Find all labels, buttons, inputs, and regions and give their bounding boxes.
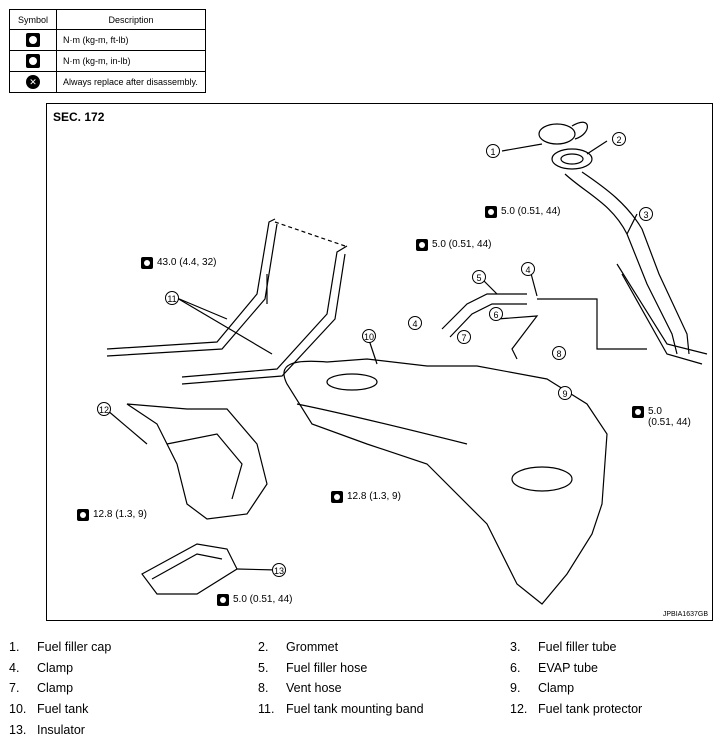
torque-spec: 5.0 (0.51, 44): [416, 239, 491, 251]
torque-spec: 12.8 (1.3, 9): [331, 491, 401, 503]
torque-inlb-icon: [485, 206, 497, 218]
callout-8: 8: [552, 346, 566, 360]
exploded-view-drawing: [106, 121, 708, 605]
mounting-band-left-shape: [106, 218, 276, 350]
list-item: 5.Fuel filler hose: [258, 661, 368, 675]
symbol-legend-table: Symbol Description N·m (kg-m, ft-lb) N·m…: [9, 9, 206, 93]
torque-ftlb-icon: [77, 509, 89, 521]
list-item: 2.Grommet: [258, 640, 339, 654]
callout-4b: 4: [408, 316, 422, 330]
fuel-filler-cap-shape: [538, 123, 576, 145]
fuel-tank-protector-shape: [126, 403, 268, 520]
torque-spec: 12.8 (1.3, 9): [77, 509, 147, 521]
torque-inlb-icon: [217, 594, 229, 606]
torque-spec: 5.0(0.51, 44): [632, 406, 691, 428]
list-item: 4.Clamp: [9, 661, 74, 675]
callout-2: 2: [612, 132, 626, 146]
legend-symbol-cell: [9, 29, 57, 51]
fuel-system-diagram: SEC. 172 JPBIA1637GB 5.0 (0.51, 44) 5.0 …: [46, 103, 713, 621]
grommet-shape: [551, 148, 593, 170]
section-label: SEC. 172: [53, 110, 105, 124]
fuel-filler-hose-shape: [441, 293, 527, 330]
list-item: 6.EVAP tube: [510, 661, 598, 675]
list-item: 8.Vent hose: [258, 681, 342, 695]
legend-header-description: Description: [56, 9, 206, 30]
figure-code: JPBIA1637GB: [662, 611, 708, 618]
list-item: 13.Insulator: [9, 723, 85, 737]
torque-ftlb-icon: [331, 491, 343, 503]
torque-spec: 5.0 (0.51, 44): [485, 206, 560, 218]
legend-description: Always replace after disassembly.: [56, 71, 206, 93]
torque-ftlb-icon: [26, 33, 40, 47]
mounting-band-right-shape: [181, 245, 348, 378]
legend-symbol-cell: [9, 50, 57, 72]
evap-tube-shape: [537, 298, 647, 350]
callout-6: 6: [489, 307, 503, 321]
legend-header-symbol: Symbol: [9, 9, 57, 30]
legend-description: N·m (kg-m, ft-lb): [56, 29, 206, 51]
insulator-shape: [141, 543, 238, 595]
callout-5: 5: [472, 270, 486, 284]
callout-13: 13: [272, 563, 286, 577]
list-item: 3.Fuel filler tube: [510, 640, 617, 654]
legend-symbol-cell: [9, 71, 57, 93]
torque-inlb-icon: [26, 54, 40, 68]
list-item: 11.Fuel tank mounting band: [258, 702, 424, 716]
always-replace-icon: [26, 75, 40, 89]
legend-description: N·m (kg-m, in-lb): [56, 50, 206, 72]
callout-9: 9: [558, 386, 572, 400]
callout-7: 7: [457, 330, 471, 344]
list-item: 1.Fuel filler cap: [9, 640, 112, 654]
torque-inlb-icon: [632, 406, 644, 418]
list-item: 12.Fuel tank protector: [510, 702, 643, 716]
list-item: 9.Clamp: [510, 681, 575, 695]
callout-3: 3: [639, 207, 653, 221]
callout-4: 4: [521, 262, 535, 276]
fuel-tank-shape: [283, 358, 608, 605]
torque-spec: 5.0 (0.51, 44): [217, 594, 292, 606]
list-item: 7.Clamp: [9, 681, 74, 695]
callout-12: 12: [97, 402, 111, 416]
list-item: 10.Fuel tank: [9, 702, 89, 716]
torque-ftlb-icon: [141, 257, 153, 269]
callout-11: 11: [165, 291, 179, 305]
torque-inlb-icon: [416, 239, 428, 251]
callout-10: 10: [362, 329, 376, 343]
torque-spec: 43.0 (4.4, 32): [141, 257, 216, 269]
callout-1: 1: [486, 144, 500, 158]
fuel-filler-tube-shape: [564, 173, 678, 355]
